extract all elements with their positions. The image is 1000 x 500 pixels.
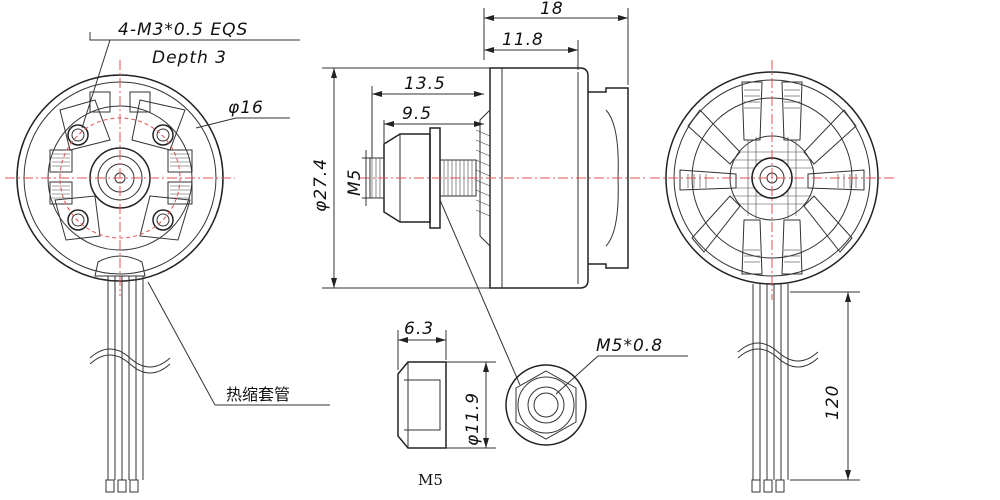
nut-hex	[515, 370, 577, 440]
nut-front-outer	[505, 364, 587, 446]
mount-hole-3	[67, 209, 89, 231]
front-view: 120	[650, 60, 895, 493]
bell-body	[489, 67, 589, 289]
shaft-to-base-label: 13.5	[404, 74, 446, 94]
mount-holes-label: 4-M3*0.5 EQS	[118, 20, 248, 40]
shaft-thread-label: 9.5	[402, 104, 432, 124]
heat-shrink-label: 热缩套管	[226, 385, 290, 404]
nut-thread-label: M5*0.8	[596, 336, 663, 356]
nut-height-label: 6.3	[404, 319, 434, 339]
mount-hole-2	[152, 124, 174, 146]
mount-circle-leader	[195, 117, 237, 129]
body-diameter-label: φ27.4	[311, 158, 331, 212]
shaft-size-label: M5	[345, 169, 365, 196]
bell-length-label: 11.8	[502, 30, 544, 50]
nut-detail: 6.3 φ11.9 M5 M5*0.8	[397, 199, 688, 489]
lead-length-label: 120	[823, 385, 843, 420]
side-view: 18 11.8 13.5 9.5 φ27.4 M5	[311, 0, 645, 289]
mount-depth-label: Depth 3	[152, 48, 227, 68]
nut-side	[397, 361, 447, 449]
mount-hole-4	[152, 209, 174, 231]
mount-hole-1	[67, 124, 89, 146]
nut-thread-leader	[555, 355, 599, 395]
mount-holes-leader	[89, 32, 300, 41]
overall-length-label: 18	[540, 0, 564, 19]
base-flange	[588, 87, 629, 269]
nut-diameter-label: φ11.9	[463, 392, 483, 446]
base-view: 4-M3*0.5 EQS Depth 3 φ16 热缩套管	[5, 20, 330, 493]
mount-circle-label: φ16	[228, 98, 264, 118]
heat-shrink-leader	[147, 281, 216, 406]
nut-caption: M5	[418, 471, 443, 489]
